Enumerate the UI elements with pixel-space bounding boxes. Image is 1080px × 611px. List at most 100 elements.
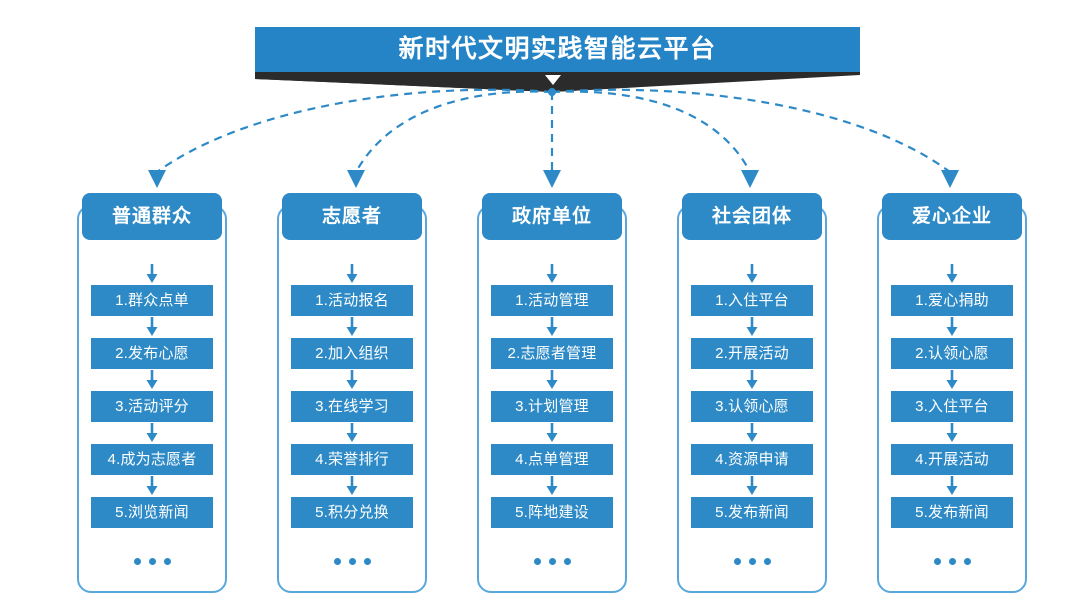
arrow-down-icon (268, 369, 436, 391)
list-item-label: 3.活动评分 (115, 398, 189, 415)
column-header-label: 政府单位 (511, 206, 592, 227)
ellipsis-dot-icon (133, 557, 141, 565)
column-header-label: 志愿者 (321, 206, 382, 227)
arrow-down-icon (668, 263, 836, 285)
list-item[interactable]: 1.群众点单 (91, 285, 213, 316)
list-item[interactable]: 2.认领心愿 (891, 338, 1013, 369)
column-header-government[interactable]: 政府单位 (482, 193, 622, 240)
column-ellipsis (868, 544, 1036, 578)
list-item[interactable]: 2.志愿者管理 (491, 338, 613, 369)
list-item-label: 5.积分兑换 (315, 504, 389, 521)
list-item[interactable]: 5.阵地建设 (491, 497, 613, 528)
arrow-down-icon (868, 369, 1036, 391)
list-item[interactable]: 5.发布新闻 (891, 497, 1013, 528)
arrow-down-icon (868, 263, 1036, 285)
arrow-down-icon (468, 316, 636, 338)
list-item[interactable]: 3.认领心愿 (691, 391, 813, 422)
ellipsis-dot-icon (333, 557, 341, 565)
column-header-caring-enterprise[interactable]: 爱心企业 (882, 193, 1022, 240)
ellipsis-dot-icon (363, 557, 371, 565)
list-item[interactable]: 3.活动评分 (91, 391, 213, 422)
chevron-down-icon (545, 75, 561, 85)
list-item-label: 3.认领心愿 (715, 398, 789, 415)
list-item[interactable]: 5.发布新闻 (691, 497, 813, 528)
list-item[interactable]: 3.入住平台 (891, 391, 1013, 422)
list-item-label: 2.开展活动 (715, 345, 789, 362)
ellipsis-dot-icon (948, 557, 956, 565)
column-item-list: 1.群众点单 2.发布心愿 3.活动评分 4.成为志愿者 5.浏览新闻 (68, 263, 236, 578)
list-item[interactable]: 3.在线学习 (291, 391, 413, 422)
list-item[interactable]: 1.爱心捐助 (891, 285, 1013, 316)
list-item[interactable]: 2.开展活动 (691, 338, 813, 369)
list-item[interactable]: 5.积分兑换 (291, 497, 413, 528)
list-item-label: 3.在线学习 (315, 398, 389, 415)
arrow-down-icon (68, 316, 236, 338)
list-item[interactable]: 5.浏览新闻 (91, 497, 213, 528)
arrow-down-icon (68, 263, 236, 285)
platform-title-bar: 新时代文明实践智能云平台 (255, 27, 860, 72)
list-item-label: 4.资源申请 (715, 451, 789, 468)
list-item-label: 3.入住平台 (915, 398, 989, 415)
ellipsis-dot-icon (963, 557, 971, 565)
list-item-label: 1.活动报名 (315, 292, 389, 309)
role-column-caring-enterprise: 爱心企业 1.爱心捐助 2.认领心愿 3.入住平台 4.开展活动 5.发布新闻 (868, 193, 1036, 593)
column-ellipsis (668, 544, 836, 578)
list-item-label: 4.成为志愿者 (107, 451, 197, 468)
arrow-down-icon (868, 475, 1036, 497)
list-item[interactable]: 1.活动管理 (491, 285, 613, 316)
column-item-list: 1.活动管理 2.志愿者管理 3.计划管理 4.点单管理 5.阵地建设 (468, 263, 636, 578)
list-item[interactable]: 1.活动报名 (291, 285, 413, 316)
ellipsis-dot-icon (163, 557, 171, 565)
role-column-public: 普通群众 1.群众点单 2.发布心愿 3.活动评分 4.成为志愿者 5.浏览新闻 (68, 193, 236, 593)
arrow-down-icon (468, 422, 636, 444)
list-item[interactable]: 4.资源申请 (691, 444, 813, 475)
arrow-down-icon (468, 369, 636, 391)
column-header-label: 爱心企业 (911, 206, 992, 227)
column-header-social-group[interactable]: 社会团体 (682, 193, 822, 240)
arrow-down-icon (668, 369, 836, 391)
column-item-list: 1.入住平台 2.开展活动 3.认领心愿 4.资源申请 5.发布新闻 (668, 263, 836, 578)
column-header-public[interactable]: 普通群众 (82, 193, 222, 240)
list-item[interactable]: 3.计划管理 (491, 391, 613, 422)
list-item[interactable]: 4.开展活动 (891, 444, 1013, 475)
list-item-label: 4.点单管理 (515, 451, 589, 468)
arrow-down-icon (668, 475, 836, 497)
list-item[interactable]: 4.成为志愿者 (91, 444, 213, 475)
list-item-label: 2.加入组织 (315, 345, 389, 362)
ellipsis-dot-icon (763, 557, 771, 565)
arrow-down-icon (268, 263, 436, 285)
ellipsis-dot-icon (533, 557, 541, 565)
arrow-down-icon (268, 475, 436, 497)
list-item-label: 5.发布新闻 (715, 504, 789, 521)
list-item[interactable]: 4.荣誉排行 (291, 444, 413, 475)
list-item[interactable]: 1.入住平台 (691, 285, 813, 316)
arrow-down-icon (868, 316, 1036, 338)
list-item-label: 5.发布新闻 (915, 504, 989, 521)
ellipsis-dot-icon (563, 557, 571, 565)
ellipsis-dot-icon (733, 557, 741, 565)
arrow-down-icon (468, 475, 636, 497)
column-ellipsis (468, 544, 636, 578)
list-item-label: 4.开展活动 (915, 451, 989, 468)
list-item[interactable]: 4.点单管理 (491, 444, 613, 475)
column-ellipsis (268, 544, 436, 578)
ellipsis-dot-icon (348, 557, 356, 565)
list-item-label: 1.群众点单 (115, 292, 189, 309)
column-header-volunteer[interactable]: 志愿者 (282, 193, 422, 240)
ellipsis-dot-icon (748, 557, 756, 565)
role-column-volunteer: 志愿者 1.活动报名 2.加入组织 3.在线学习 4.荣誉排行 5.积分兑换 (268, 193, 436, 593)
column-header-label: 普通群众 (111, 206, 192, 227)
list-item-label: 5.浏览新闻 (115, 504, 189, 521)
column-item-list: 1.活动报名 2.加入组织 3.在线学习 4.荣誉排行 5.积分兑换 (268, 263, 436, 578)
list-item-label: 4.荣誉排行 (315, 451, 389, 468)
list-item[interactable]: 2.发布心愿 (91, 338, 213, 369)
ellipsis-dot-icon (933, 557, 941, 565)
arrow-down-icon (468, 263, 636, 285)
list-item-label: 1.爱心捐助 (915, 292, 989, 309)
arrow-down-icon (68, 369, 236, 391)
role-column-social-group: 社会团体 1.入住平台 2.开展活动 3.认领心愿 4.资源申请 5.发布新闻 (668, 193, 836, 593)
list-item[interactable]: 2.加入组织 (291, 338, 413, 369)
arrow-down-icon (668, 422, 836, 444)
